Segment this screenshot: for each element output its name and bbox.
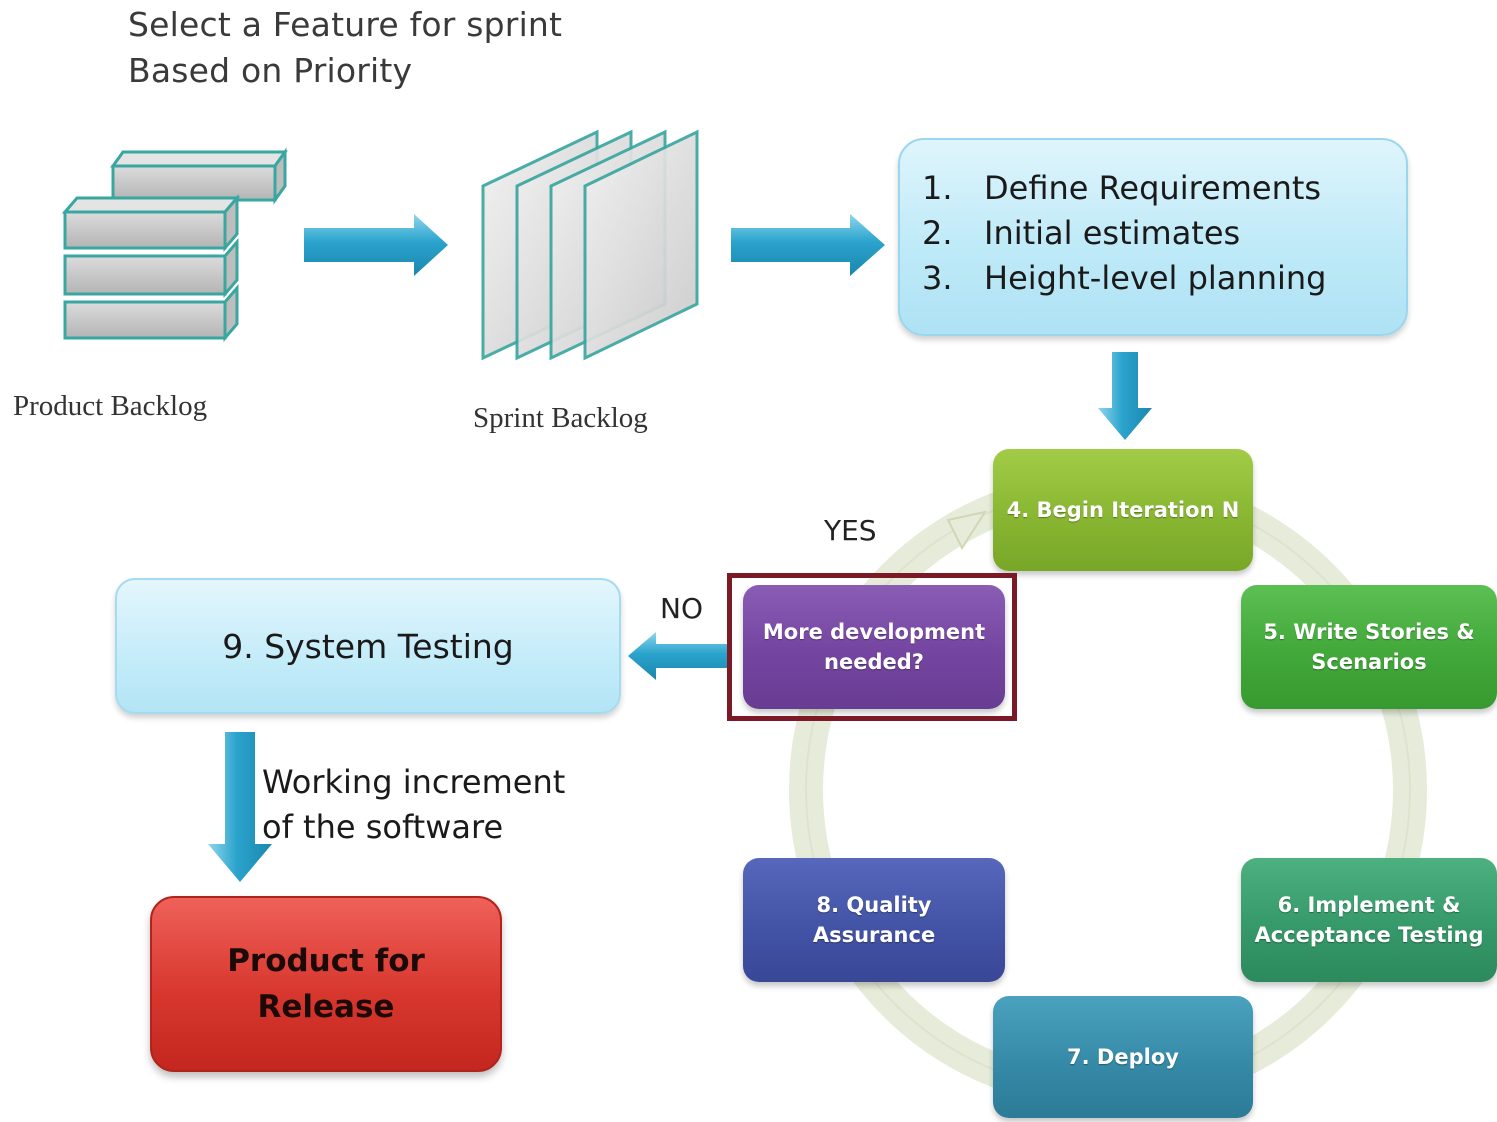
decision-more-development: More development needed? <box>743 585 1005 709</box>
working-increment-text: Working increment of the software <box>262 760 565 850</box>
requirements-box <box>898 138 1408 336</box>
decision-highlight-frame <box>727 573 1017 721</box>
intro-line-2: Based on Priority <box>128 51 413 90</box>
requirement-item: 2. Initial estimates <box>922 211 1326 256</box>
arrow-right-icon <box>304 214 448 276</box>
requirement-item: 1. Define Requirements <box>922 166 1326 211</box>
yes-label: YES <box>824 514 877 547</box>
sprint-backlog-label: Sprint Backlog <box>473 402 648 434</box>
arrow-down-icon <box>208 732 272 882</box>
requirement-text: Define Requirements <box>984 169 1322 207</box>
requirement-text: Height-level planning <box>984 259 1327 297</box>
arrow-right-icon <box>731 214 885 276</box>
step-implement-line-2: Acceptance Testing <box>1254 923 1484 947</box>
product-backlog-stack-icon <box>61 147 288 343</box>
requirement-number: 1. <box>922 169 953 207</box>
step-quality-assurance: 8. Quality Assurance <box>743 858 1005 982</box>
step-begin-iteration-label: 4. Begin Iteration N <box>1006 498 1240 522</box>
requirement-text: Initial estimates <box>984 214 1241 252</box>
requirement-item: 3. Height-level planning <box>922 256 1326 301</box>
step-write-stories-line-1: 5. Write Stories & <box>1263 620 1475 644</box>
step-implement-line-1: 6. Implement & <box>1277 893 1461 917</box>
requirements-list: 1. Define Requirements 2. Initial estima… <box>922 166 1326 301</box>
decision-line-1: More development <box>762 620 986 644</box>
working-increment-line-1: Working increment <box>262 763 566 801</box>
step-deploy: 7. Deploy <box>993 996 1253 1118</box>
step-deploy-label: 7. Deploy <box>1067 1045 1179 1069</box>
step-write-stories-line-2: Scenarios <box>1311 650 1427 674</box>
requirement-number: 2. <box>922 214 953 252</box>
requirement-number: 3. <box>922 259 953 297</box>
step-write-stories: 5. Write Stories & Scenarios <box>1241 585 1497 709</box>
step-begin-iteration: 4. Begin Iteration N <box>993 449 1253 571</box>
working-increment-line-2: of the software <box>262 808 504 846</box>
system-testing-label: 9. System Testing <box>222 626 514 666</box>
release-line-2: Release <box>257 989 395 1025</box>
sprint-backlog-sheets-icon <box>481 129 699 361</box>
step-qa-line-2: Assurance <box>812 923 936 947</box>
no-label: NO <box>660 592 703 625</box>
arrow-left-icon <box>628 632 728 680</box>
product-release-box: Product for Release <box>150 896 502 1072</box>
release-line-1: Product for <box>227 943 425 979</box>
product-backlog-label: Product Backlog <box>13 390 208 422</box>
step-implement-testing: 6. Implement & Acceptance Testing <box>1241 858 1497 982</box>
system-testing-box: 9. System Testing <box>115 578 621 714</box>
intro-text: Select a Feature for sprint Based on Pri… <box>128 2 562 94</box>
intro-line-1: Select a Feature for sprint <box>128 5 563 44</box>
decision-line-2: needed? <box>824 650 924 674</box>
step-qa-line-1: 8. Quality <box>816 893 932 917</box>
arrow-down-icon <box>1098 352 1152 440</box>
